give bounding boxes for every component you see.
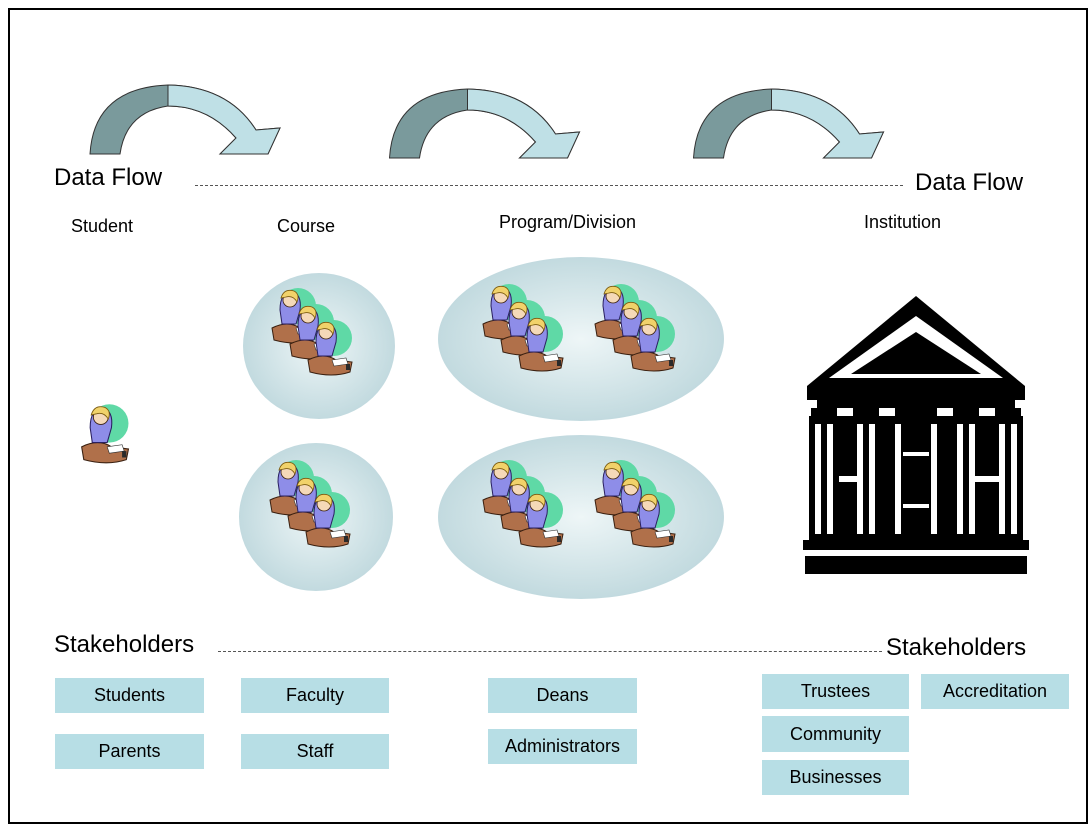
stakeholder-box-community: Community: [762, 716, 909, 752]
stakeholders-label-left: Stakeholders: [54, 631, 195, 658]
student-icon: [81, 403, 130, 464]
data-flow-arrow-2: [388, 88, 581, 159]
stakeholders-dashed-line: [218, 651, 882, 652]
course-group-bottom: [239, 443, 393, 591]
stakeholder-box-faculty: Faculty: [241, 678, 389, 713]
stakeholder-box-accreditation: Accreditation: [921, 674, 1069, 709]
stakeholder-box-staff: Staff: [241, 734, 389, 769]
program-group-top: [438, 257, 724, 421]
course-group-top: [243, 273, 395, 419]
data-flow-dashed-line: [195, 185, 903, 186]
institution-building-icon: [803, 296, 1029, 574]
stakeholder-box-businesses: Businesses: [762, 760, 909, 795]
data-flow-arrow-3: [692, 88, 885, 159]
stakeholder-box-students: Students: [55, 678, 204, 713]
level-label-program-division: Program/Division: [499, 212, 637, 232]
data-flow-label-right: Data Flow: [915, 169, 1024, 196]
stakeholder-box-parents: Parents: [55, 734, 204, 769]
data-flow-label-left: Data Flow: [54, 164, 163, 191]
stakeholder-box-trustees: Trustees: [762, 674, 909, 709]
level-label-course: Course: [277, 216, 336, 236]
level-label-institution: Institution: [864, 212, 942, 232]
stakeholders-label-right: Stakeholders: [886, 634, 1027, 661]
data-flow-arrow-1: [89, 84, 281, 155]
stakeholder-box-administrators: Administrators: [488, 729, 637, 764]
level-label-student: Student: [71, 216, 134, 236]
program-group-bottom: [438, 435, 724, 599]
stakeholder-box-deans: Deans: [488, 678, 637, 713]
